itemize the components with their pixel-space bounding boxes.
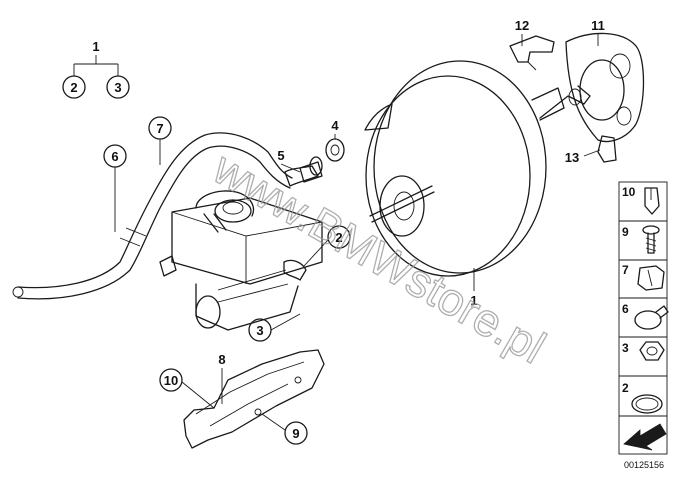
brake-booster — [364, 60, 591, 277]
callout-6: 6 — [111, 149, 118, 164]
grommet-icon — [637, 265, 665, 291]
side-label-10: 10 — [622, 185, 636, 199]
clip-nut-icon — [644, 187, 660, 215]
side-label-3: 3 — [622, 341, 629, 355]
callout-12: 12 — [515, 18, 529, 33]
callout-1-top: 1 — [92, 39, 99, 54]
side-label-7: 7 — [622, 263, 629, 277]
hose-connector — [299, 156, 323, 183]
o-ring-icon — [631, 394, 663, 414]
callout-7: 7 — [156, 121, 163, 136]
heat-shield — [183, 349, 325, 449]
callout-2-cylinder: 2 — [335, 230, 342, 245]
hose-clamp-icon — [634, 305, 669, 330]
screw-icon — [642, 225, 660, 254]
callout-group-top-left: 1 2 3 — [62, 39, 130, 99]
side-label-2: 2 — [622, 381, 629, 395]
fork-part — [509, 35, 555, 71]
callout-3-cylinder: 3 — [256, 323, 263, 338]
callout-5: 5 — [277, 148, 284, 163]
callout-13: 13 — [565, 150, 579, 165]
clip-part — [597, 135, 617, 163]
callout-8: 8 — [218, 352, 225, 367]
document-number: 00125156 — [624, 460, 664, 470]
callout-circle-10-shield — [159, 368, 183, 392]
callout-3-top: 3 — [114, 80, 121, 95]
side-label-6: 6 — [622, 302, 629, 316]
hex-nut-icon — [639, 341, 665, 361]
callout-circle-3 — [106, 75, 130, 99]
callout-2-top: 2 — [70, 80, 77, 95]
side-label-9: 9 — [622, 225, 629, 239]
callout-circle-2-cylinder — [327, 225, 351, 249]
callout-4: 4 — [331, 118, 339, 133]
callout-circle-9-shield — [284, 421, 308, 445]
small-parts-panel: 10 9 7 6 3 2 — [618, 181, 669, 455]
callout-9-shield: 9 — [292, 426, 299, 441]
callout-11: 11 — [591, 18, 605, 33]
callout-circle-2 — [62, 75, 86, 99]
brake-hose — [12, 132, 319, 300]
master-cylinder — [159, 190, 323, 331]
callout-1-booster: 1 — [470, 293, 477, 308]
arrow-direction-icon — [623, 423, 667, 451]
gasket-plate — [565, 32, 645, 143]
watermark-text: www.BMWstore.pl — [204, 141, 554, 373]
grommet-part — [325, 138, 345, 162]
callout-10-shield: 10 — [164, 373, 178, 388]
